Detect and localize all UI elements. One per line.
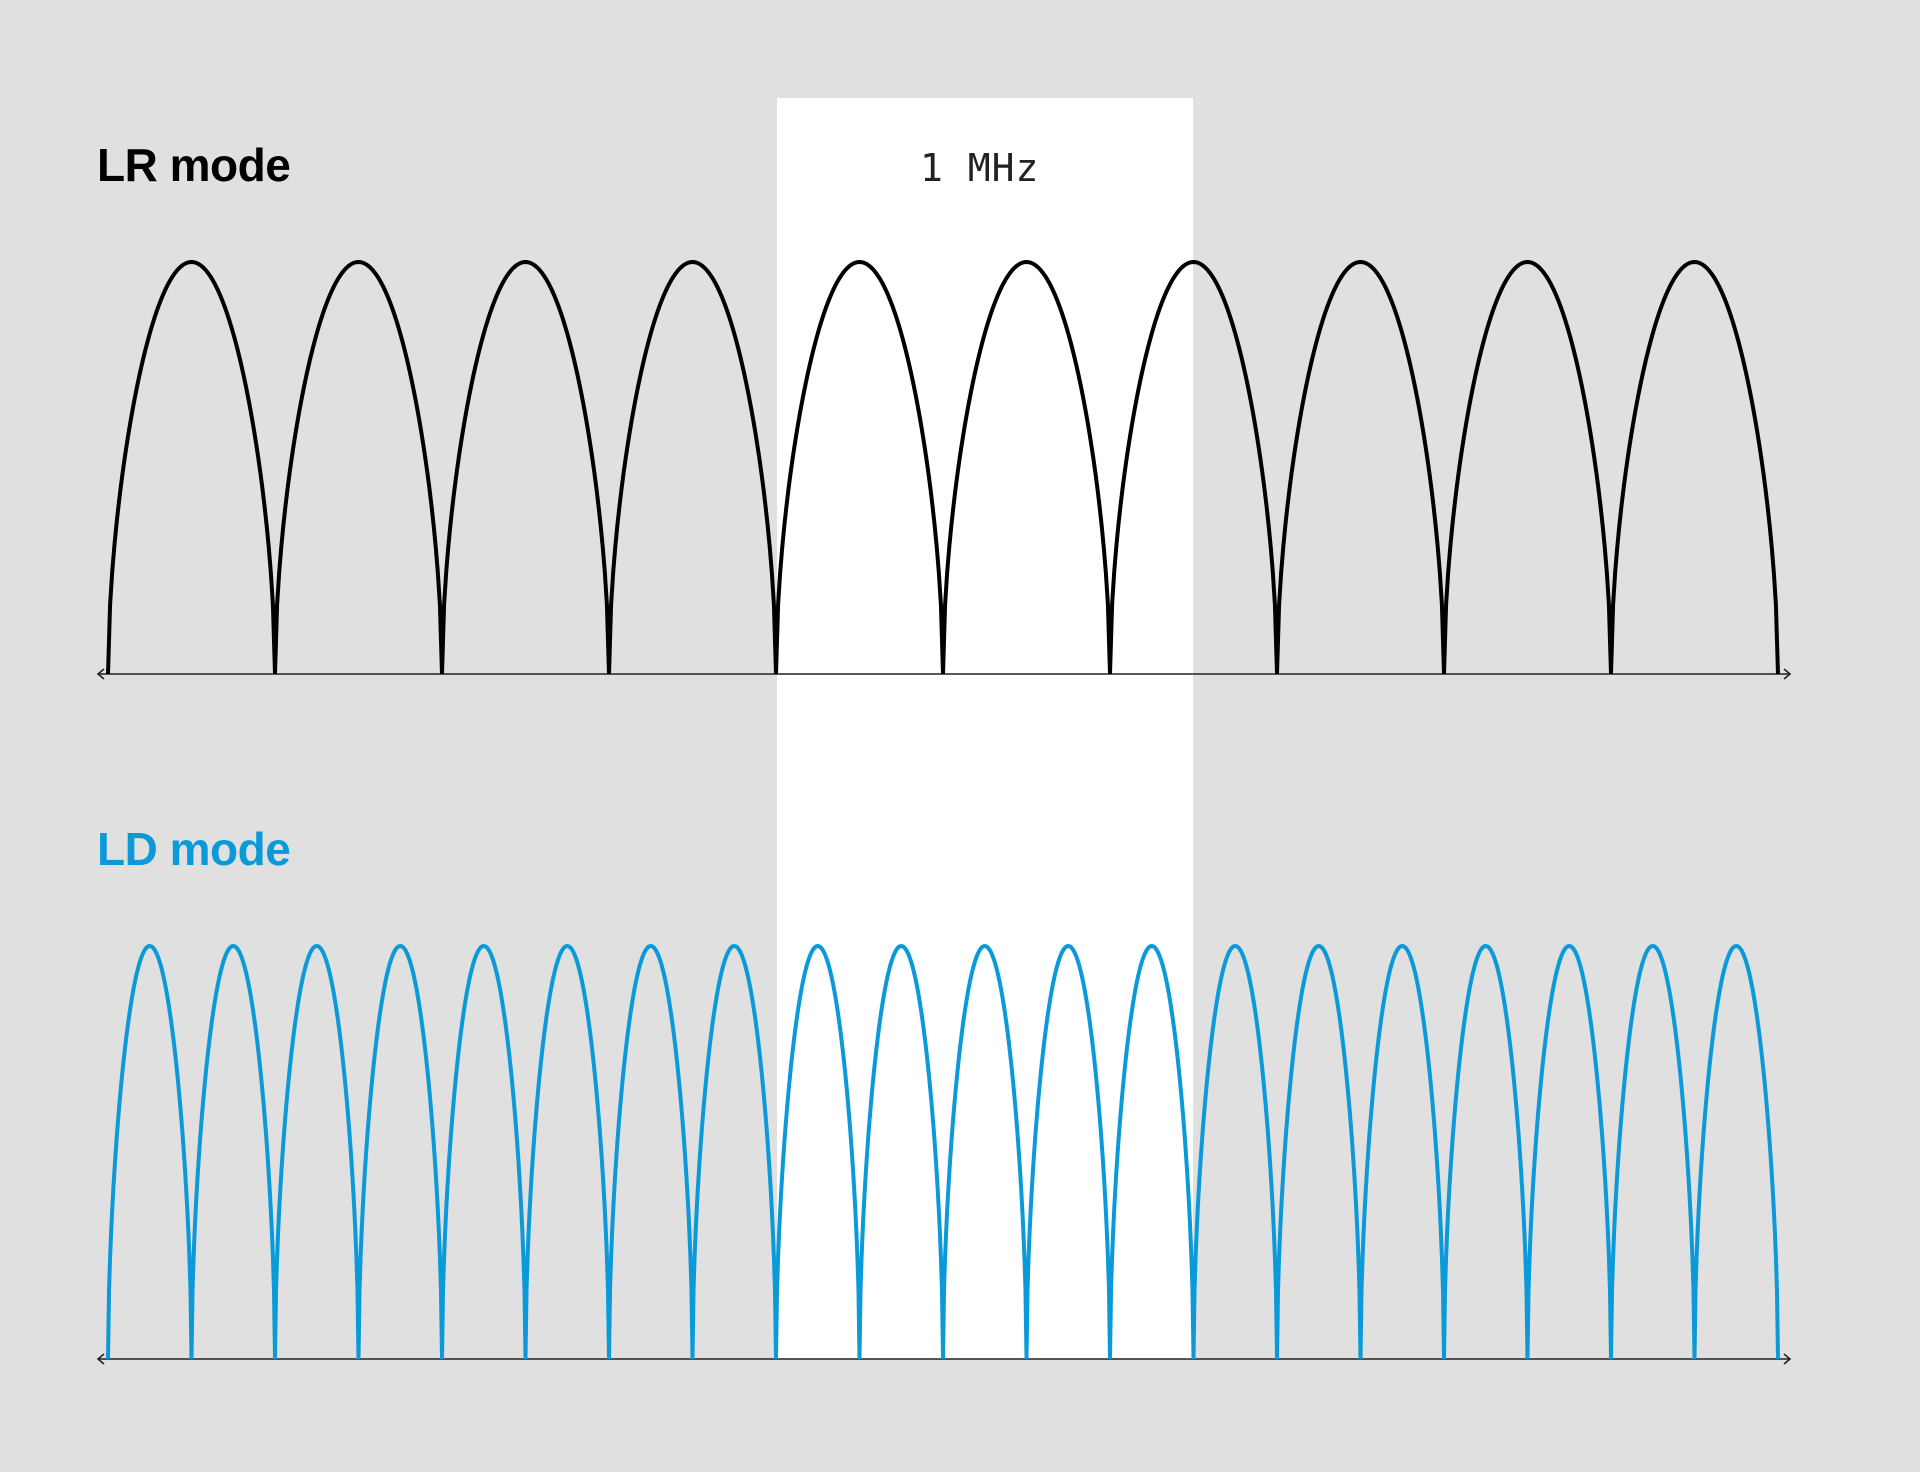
lr-mode-title: LR mode bbox=[97, 139, 291, 191]
channel-arch bbox=[690, 944, 778, 1360]
channel-arch bbox=[1024, 944, 1112, 1360]
channel-arch bbox=[941, 260, 1112, 675]
channel-arch bbox=[440, 944, 528, 1360]
channel-arch bbox=[774, 260, 945, 675]
channel-arch bbox=[607, 944, 695, 1360]
channel-arch bbox=[440, 260, 611, 675]
channel-arch bbox=[1108, 944, 1196, 1360]
channel-arch bbox=[1108, 260, 1279, 675]
1mhz-band-highlight bbox=[777, 98, 1193, 1359]
channel-arch bbox=[273, 944, 361, 1360]
channel-arch bbox=[1442, 260, 1613, 675]
axis-arrow-icon bbox=[96, 668, 105, 680]
axis-arrow-icon bbox=[1783, 668, 1792, 680]
channel-arch bbox=[106, 944, 194, 1360]
channel-arch bbox=[1442, 944, 1530, 1360]
channel-arch bbox=[1692, 944, 1780, 1360]
channel-arch bbox=[1609, 260, 1780, 675]
ld-mode-title: LD mode bbox=[97, 823, 291, 875]
channel-arch bbox=[106, 260, 277, 675]
channel-arch bbox=[1275, 944, 1363, 1360]
channel-arch bbox=[189, 944, 277, 1360]
channel-arch bbox=[1609, 944, 1697, 1360]
channel-arch bbox=[1275, 260, 1446, 675]
channel-arch bbox=[941, 944, 1029, 1360]
channel-arch bbox=[356, 944, 444, 1360]
channel-arch bbox=[774, 944, 862, 1360]
axis-arrow-icon bbox=[96, 1353, 105, 1365]
channel-arch bbox=[857, 944, 945, 1360]
channel-arch bbox=[1525, 944, 1613, 1360]
band-label: 1 MHz bbox=[920, 146, 1040, 190]
axis-arrow-icon bbox=[1783, 1353, 1792, 1365]
channel-arch bbox=[1358, 944, 1446, 1360]
channel-arch bbox=[523, 944, 611, 1360]
channel-arch bbox=[607, 260, 778, 675]
channel-arch bbox=[1191, 944, 1279, 1360]
channel-arch bbox=[273, 260, 444, 675]
